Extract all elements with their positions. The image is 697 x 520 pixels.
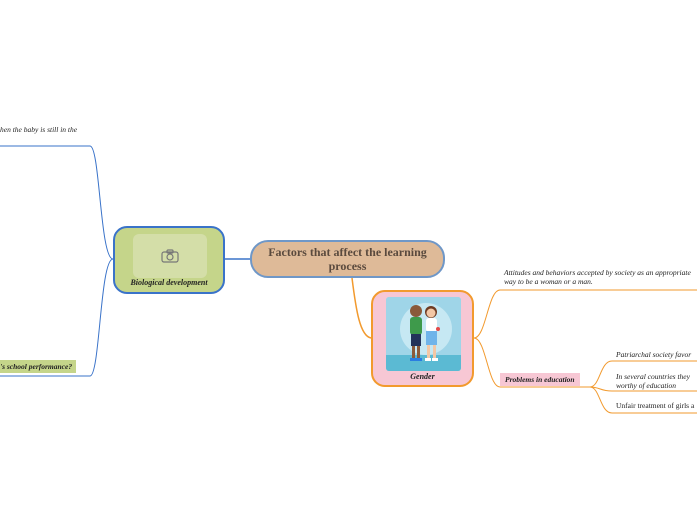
problem-item[interactable]: Patriarchal society favor <box>616 350 692 359</box>
attitudes-topic[interactable]: Attitudes and behaviors accepted by soci… <box>504 268 691 286</box>
problems-in-education-topic[interactable]: Problems in education <box>500 373 580 386</box>
gender-topic[interactable]: Gender <box>371 290 474 387</box>
biological-development-topic[interactable]: Biological development <box>113 226 225 294</box>
kids-illustration <box>386 297 461 371</box>
problem-item[interactable]: Unfair treatment of girls a <box>616 401 695 410</box>
gender-label: Gender <box>410 372 435 381</box>
biological-development-label: Biological development <box>130 278 208 287</box>
image-placeholder <box>133 234 207 278</box>
problem-item[interactable]: In several countries they worthy of educ… <box>616 372 690 390</box>
link-central-gender <box>351 277 372 339</box>
school-performance-topic[interactable]: 's school performance? <box>0 360 77 373</box>
central-topic-label: Factors that affect the learning process <box>268 244 427 273</box>
left-top-text[interactable]: hen the baby is still in the <box>0 125 78 134</box>
camera-icon <box>161 249 179 263</box>
link-bio-bottom <box>0 258 114 377</box>
central-topic[interactable]: Factors that affect the learning process <box>250 240 445 278</box>
link-gender-problems <box>473 337 590 388</box>
link-gender-attitudes <box>473 289 697 339</box>
link-bio-top <box>0 145 114 260</box>
